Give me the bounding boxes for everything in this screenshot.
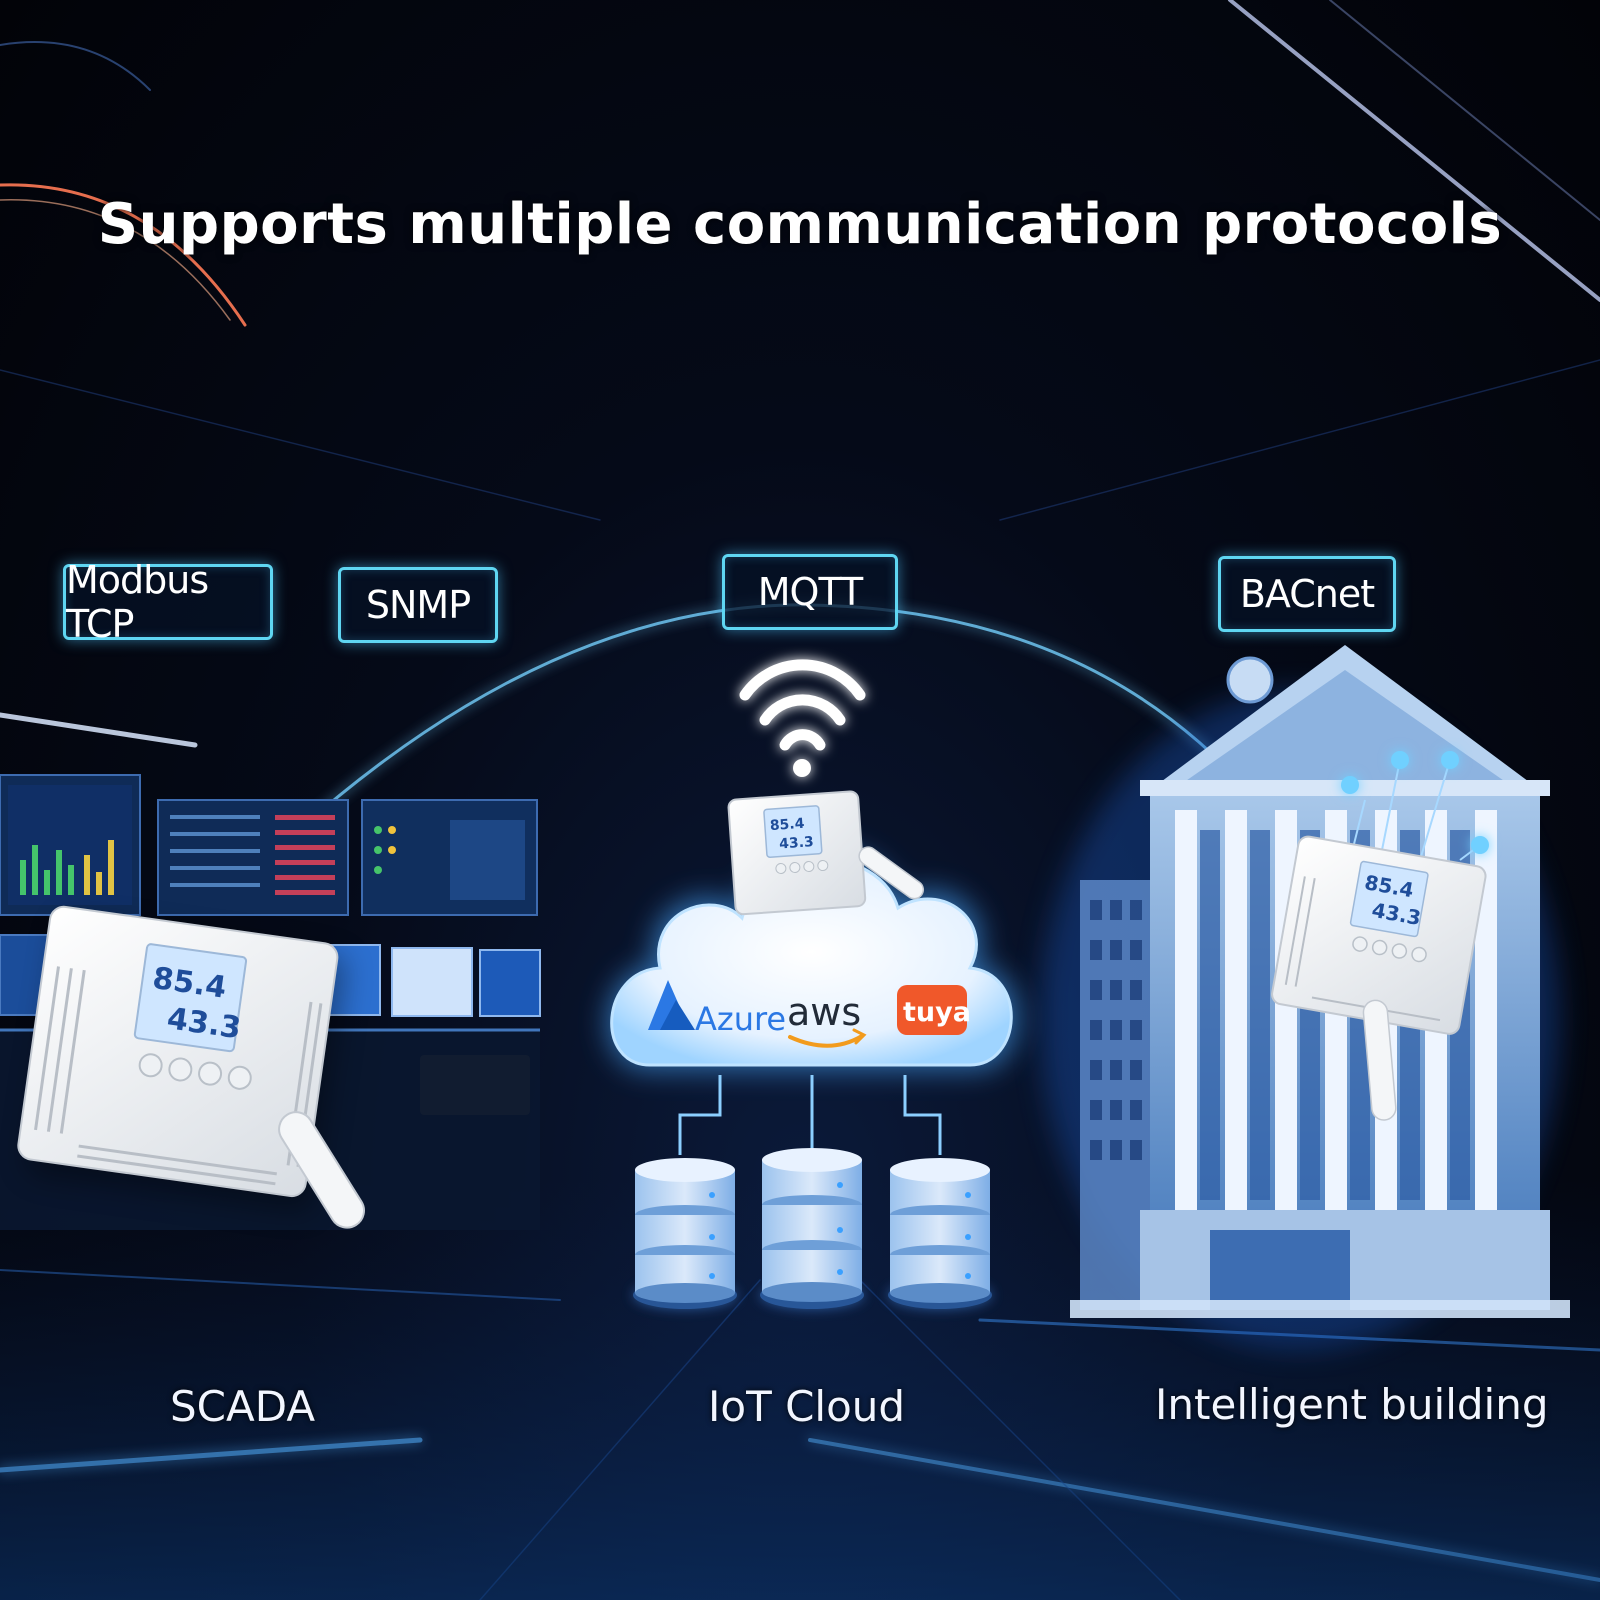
monitor-icon xyxy=(361,799,538,916)
protocol-badge-snmp: SNMP xyxy=(338,567,498,643)
aws-logo-icon: aws xyxy=(787,990,867,1048)
protocol-badge-modbus-tcp: Modbus TCP xyxy=(63,558,273,646)
sensor-device-icon: 85.4 43.3 xyxy=(17,905,365,1229)
page-title: Supports multiple communication protocol… xyxy=(97,192,1503,257)
database-icon xyxy=(760,1148,864,1309)
database-icon xyxy=(888,1158,992,1309)
sensor-device-icon: 85.4 43.3 xyxy=(727,790,925,916)
tuya-logo-icon: tuya xyxy=(897,985,971,1035)
scene-label-iot-cloud: IoT Cloud xyxy=(708,1382,906,1431)
wifi-icon xyxy=(739,659,866,777)
scene-label-intelligent-building: Intelligent building xyxy=(1155,1380,1549,1429)
protocol-badge-bacnet: BACnet xyxy=(1218,556,1396,632)
monitor-icon xyxy=(157,799,349,916)
aws-label: aws xyxy=(787,990,861,1034)
database-icon xyxy=(633,1158,737,1309)
device-reading-2: 43.3 xyxy=(779,834,815,852)
tuya-label: tuya xyxy=(903,997,971,1028)
protocol-badge-mqtt: MQTT xyxy=(722,554,898,630)
device-reading-1: 85.4 xyxy=(769,816,805,834)
azure-logo-icon xyxy=(648,980,695,1030)
azure-label: Azure xyxy=(695,1000,786,1038)
sensor-device-icon: 85.4 43.3 xyxy=(1271,835,1487,1121)
monitor-icon xyxy=(0,774,141,916)
database-connectors xyxy=(678,1075,942,1155)
scene-label-scada: SCADA xyxy=(170,1382,316,1431)
